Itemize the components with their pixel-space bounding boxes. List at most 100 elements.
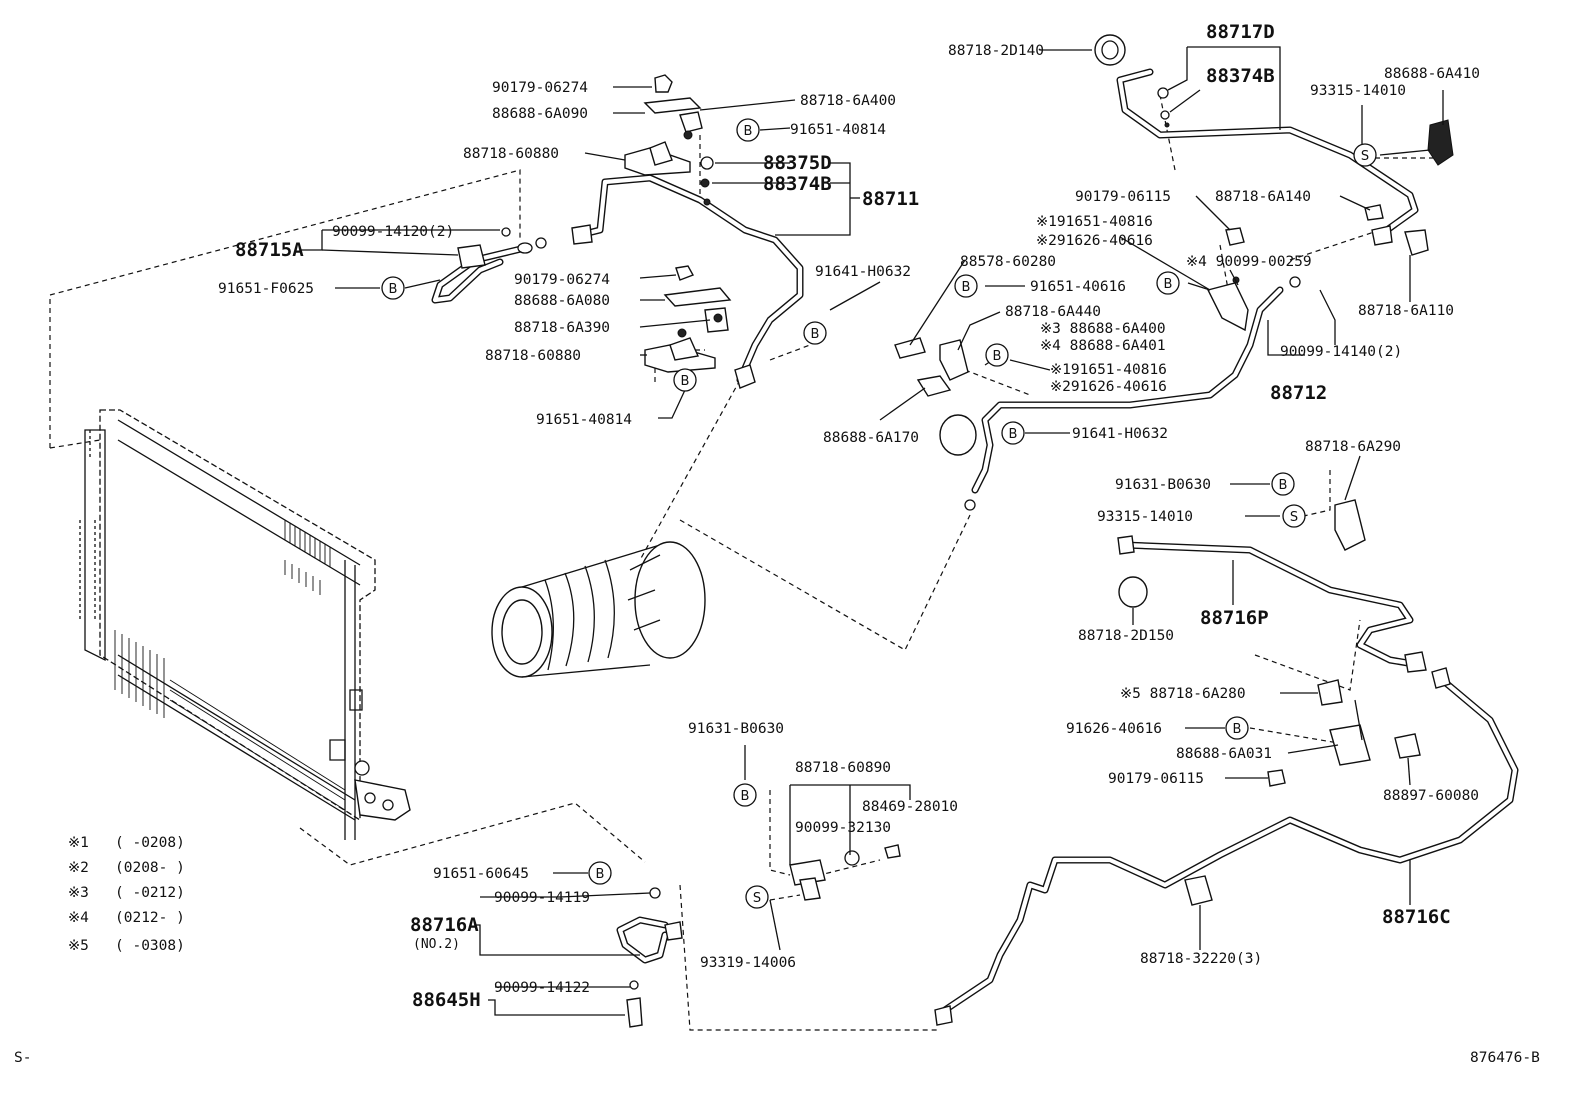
label-88645H: 88645H: [412, 989, 481, 1011]
label-91631-B0630-a: 91631-B0630: [1115, 477, 1211, 493]
label-91651-F0625: 91651-F0625: [218, 281, 314, 297]
label-91626-40616-a: ※291626-40616: [1036, 233, 1153, 249]
label-90099-32130: 90099-32130: [795, 820, 891, 836]
label-91626-40616-c: 91626-40616: [1066, 721, 1162, 737]
legend-mark: ※2: [68, 860, 89, 876]
label-91651-40816-a: ※191651-40816: [1036, 214, 1153, 230]
label-88688-6A400: ※3 88688-6A400: [1040, 321, 1166, 337]
legend-range: (0208- ): [115, 860, 185, 876]
b-symbol: B: [1001, 421, 1025, 445]
label-88711: 88711: [862, 188, 919, 210]
label-88688-6A031: 88688-6A031: [1176, 746, 1272, 762]
label-91631-B0630-b: 91631-B0630: [688, 721, 784, 737]
legend-range: ( -0212): [115, 885, 185, 901]
label-88712: 88712: [1270, 382, 1327, 404]
svg-text:B: B: [811, 327, 820, 342]
legend: ※1 ( -0208) ※2 (0208- ) ※3 ( -0212) ※4 (…: [68, 835, 185, 954]
svg-text:B: B: [1009, 427, 1018, 442]
b-symbol: B: [1156, 271, 1180, 295]
s-symbol: S: [1353, 143, 1377, 167]
b-symbol: B: [381, 276, 405, 300]
circled-symbols: B B B B S B B B B B S B B B S: [381, 118, 1377, 909]
svg-text:B: B: [596, 867, 605, 882]
condenser: [79, 409, 411, 840]
b-symbol: B: [736, 118, 760, 142]
label-88718-6A290: 88718-6A290: [1305, 439, 1401, 455]
label-88716C: 88716C: [1382, 906, 1451, 928]
label-88718-60880-a: 88718-60880: [463, 146, 559, 162]
label-88718-6A140: 88718-6A140: [1215, 189, 1311, 205]
label-90179-06274-b: 90179-06274: [514, 272, 610, 288]
label-93319-14006: 93319-14006: [700, 955, 796, 971]
svg-text:S: S: [1361, 149, 1369, 164]
b-symbol: B: [954, 274, 978, 298]
label-88718-6A280: ※5 88718-6A280: [1120, 686, 1246, 702]
label-88375D: 88375D: [763, 152, 832, 174]
label-91641-H0632-a: 91641-H0632: [815, 264, 911, 280]
label-91651-40816-b: ※191651-40816: [1050, 362, 1167, 378]
label-90099-14122: 90099-14122: [494, 980, 590, 996]
label-88688-6A170: 88688-6A170: [823, 430, 919, 446]
label-90179-06274-a: 90179-06274: [492, 80, 588, 96]
s-symbol: S: [745, 885, 769, 909]
label-91651-40616: 91651-40616: [1030, 279, 1126, 295]
label-88718-6A390: 88718-6A390: [514, 320, 610, 336]
footer: S- 876476-B: [14, 1050, 1540, 1066]
svg-text:B: B: [741, 789, 750, 804]
label-90099-14140: 90099-14140(2): [1280, 344, 1402, 360]
b-symbol: B: [673, 368, 697, 392]
legend-range: ( -0208): [115, 835, 185, 851]
label-88715A: 88715A: [235, 239, 304, 261]
b-symbol: B: [733, 783, 757, 807]
legend-mark: ※5: [68, 938, 89, 954]
b-symbol: B: [1225, 716, 1249, 740]
legend-mark: ※1: [68, 835, 89, 851]
label-90179-06115-b: 90179-06115: [1108, 771, 1204, 787]
label-88718-32220: 88718-32220(3): [1140, 951, 1262, 967]
svg-text:S: S: [1290, 510, 1298, 525]
b-symbol: B: [803, 321, 827, 345]
label-90099-14120: 90099-14120(2): [332, 224, 454, 240]
svg-text:B: B: [744, 124, 753, 139]
label-91626-40616-b: ※291626-40616: [1050, 379, 1167, 395]
label-88718-6A110: 88718-6A110: [1358, 303, 1454, 319]
label-88716A: 88716A: [410, 914, 479, 936]
small-parts: [457, 34, 1454, 1028]
label-88374B: 88374B: [763, 173, 832, 195]
label-88718-60880-b: 88718-60880: [485, 348, 581, 364]
label-88897-60080: 88897-60080: [1383, 788, 1479, 804]
label-88718-2D150: 88718-2D150: [1078, 628, 1174, 644]
label-90099-00259: ※4 90099-00259: [1186, 254, 1312, 270]
label-90099-14119: 90099-14119: [494, 890, 590, 906]
label-91651-60645: 91651-60645: [433, 866, 529, 882]
svg-text:B: B: [389, 282, 398, 297]
label-88718-60890: 88718-60890: [795, 760, 891, 776]
legend-mark: ※4: [68, 910, 89, 926]
label-88688-6A080: 88688-6A080: [514, 293, 610, 309]
label-91641-H0632-b: 91641-H0632: [1072, 426, 1168, 442]
svg-text:B: B: [681, 374, 690, 389]
pipes: [431, 68, 1519, 1014]
svg-text:B: B: [1279, 478, 1288, 493]
label-88374B-top: 88374B: [1206, 65, 1275, 87]
svg-text:B: B: [1233, 722, 1242, 737]
b-symbol: B: [1271, 472, 1295, 496]
b-symbol: B: [588, 861, 612, 885]
legend-range: ( -0308): [115, 938, 185, 954]
label-88718-6A440: 88718-6A440: [1005, 304, 1101, 320]
label-88717D: 88717D: [1206, 21, 1275, 43]
svg-text:B: B: [962, 280, 971, 295]
label-88688-6A401: ※4 88688-6A401: [1040, 338, 1166, 354]
label-90179-06115-a: 90179-06115: [1075, 189, 1171, 205]
legend-mark: ※3: [68, 885, 89, 901]
label-88718-6A400: 88718-6A400: [800, 93, 896, 109]
label-91651-40814-b: 91651-40814: [536, 412, 632, 428]
label-88688-6A090: 88688-6A090: [492, 106, 588, 122]
label-88578-60280: 88578-60280: [960, 254, 1056, 270]
footer-left-code: S-: [14, 1050, 31, 1066]
s-symbol: S: [1282, 504, 1306, 528]
label-88688-6A410: 88688-6A410: [1384, 66, 1480, 82]
label-91651-40814-a: 91651-40814: [790, 122, 886, 138]
label-88716A-no2: (NO.2): [413, 937, 460, 952]
